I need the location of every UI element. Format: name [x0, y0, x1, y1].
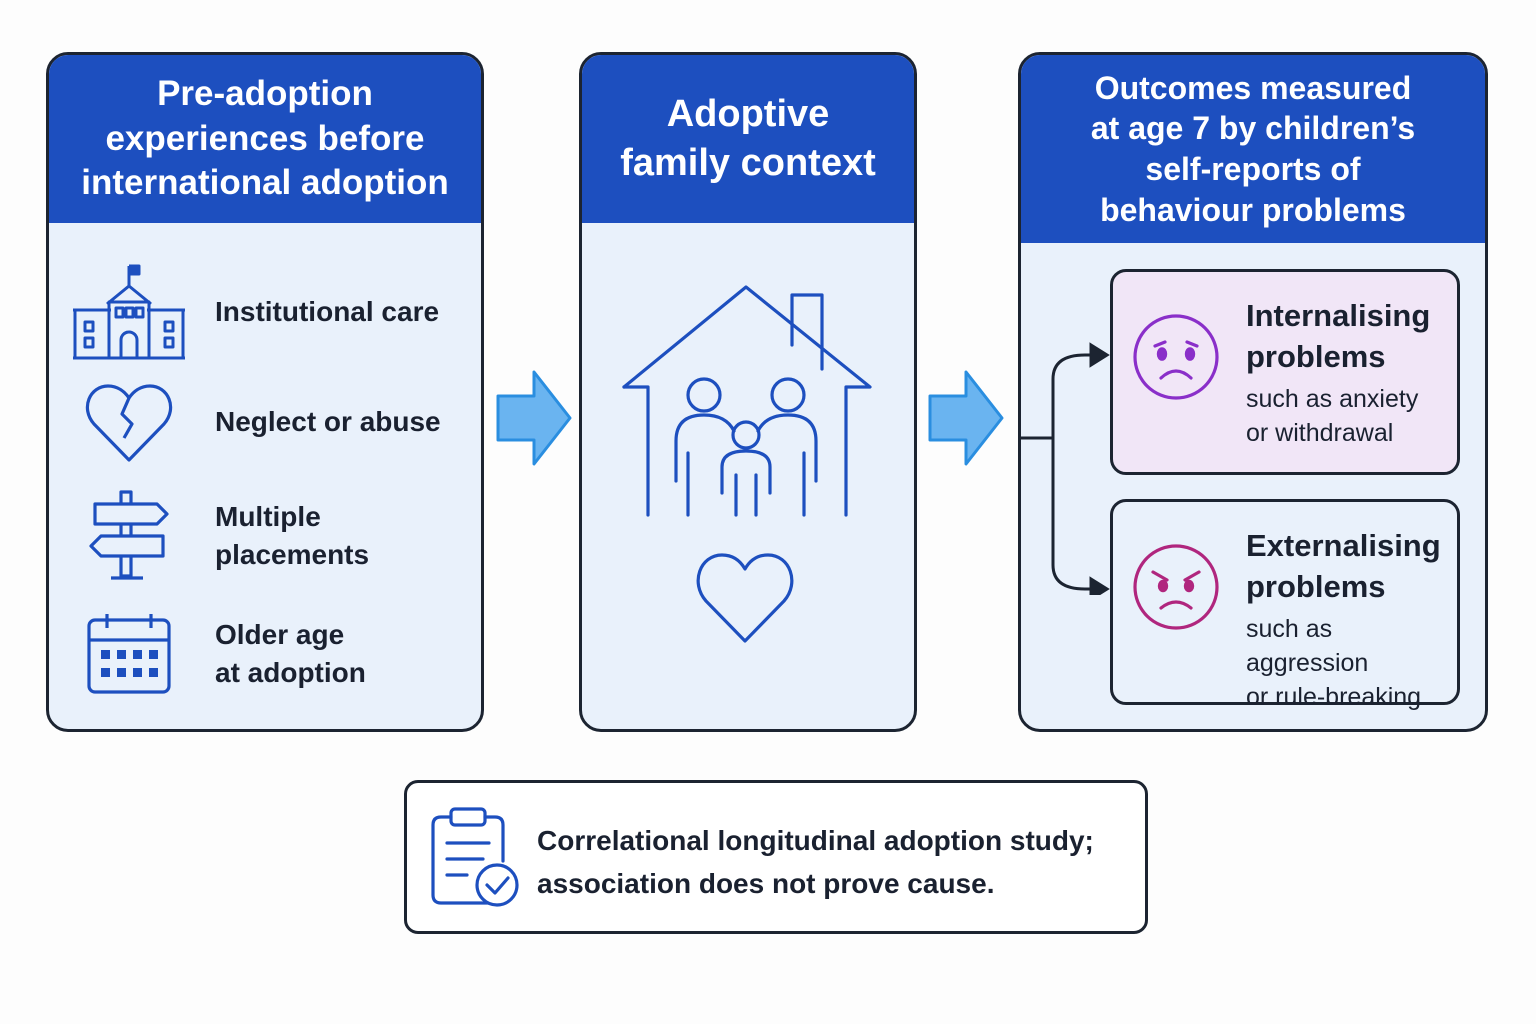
- title-line: Adoptive: [666, 93, 830, 136]
- factor-label: Multiple placements: [215, 491, 481, 581]
- internalising-title: problems: [1246, 338, 1386, 374]
- family-context-title: Adoptive family context: [582, 55, 914, 223]
- note-text-line: association does not prove cause.: [537, 868, 995, 900]
- factor-institutional-care: Institutional care: [49, 264, 481, 360]
- factor-label-line: Institutional care: [215, 296, 440, 328]
- factor-label: Older age at adoption: [215, 609, 366, 699]
- internalising-box: Internalising problems such as anxiety o…: [1110, 269, 1460, 475]
- calendar-icon: [69, 609, 189, 699]
- flow-arrow-right-icon: [496, 370, 572, 466]
- factor-label-line: at adoption: [215, 657, 366, 688]
- title-line: behaviour problems: [1100, 191, 1406, 228]
- internalising-title: Internalising: [1246, 298, 1431, 333]
- family-context-panel: Adoptive family context: [579, 52, 917, 732]
- sad-face-icon: [1133, 314, 1219, 400]
- factor-label: Neglect or abuse: [215, 377, 441, 467]
- title-line: family context: [620, 142, 876, 184]
- flow-arrow-right-icon: [928, 370, 1004, 466]
- pre-adoption-title: Pre-adoption experiences before internat…: [49, 55, 481, 223]
- factor-label-line: Multiple placements: [215, 501, 370, 570]
- note-text-line: Correlational longitudinal adoption stud…: [537, 825, 1094, 856]
- externalising-title: Externalising: [1246, 528, 1441, 563]
- pre-adoption-panel: Pre-adoption experiences before internat…: [46, 52, 484, 732]
- externalising-description: or rule-breaking: [1246, 683, 1422, 711]
- signpost-icon: [69, 490, 189, 581]
- outcomes-title: Outcomes measured at age 7 by children’s…: [1021, 55, 1485, 243]
- factor-multiple-placements: Multiple placements: [49, 490, 481, 581]
- factor-neglect-abuse: Neglect or abuse: [49, 377, 481, 467]
- factor-label-line: Neglect or abuse: [215, 406, 441, 438]
- factor-label-line: Older age: [215, 619, 345, 651]
- externalising-title: problems: [1246, 568, 1386, 604]
- study-note: Correlational longitudinal adoption stud…: [404, 780, 1148, 934]
- title-line: international adoption: [81, 163, 449, 203]
- building-icon: [69, 264, 189, 360]
- heart-icon: [696, 553, 794, 643]
- branch-connector: [1021, 342, 1110, 595]
- angry-face-icon: [1133, 544, 1219, 630]
- externalising-box: Externalising problems such as aggressio…: [1110, 499, 1460, 711]
- title-line: Outcomes measured: [1094, 69, 1412, 106]
- factor-older-age: Older age at adoption: [49, 609, 481, 699]
- internalising-description: or withdrawal: [1246, 419, 1394, 447]
- broken-heart-icon: [69, 377, 189, 467]
- title-line: experiences before: [105, 118, 425, 158]
- clipboard-check-icon: [431, 807, 519, 907]
- factor-label: Institutional care: [215, 267, 439, 357]
- title-line: at age 7 by children’s: [1090, 110, 1416, 147]
- internalising-description: such as anxiety: [1246, 385, 1419, 413]
- outcomes-panel: Outcomes measured at age 7 by children’s…: [1018, 52, 1488, 732]
- externalising-description: such as aggression: [1246, 615, 1369, 677]
- house-family-icon: [622, 285, 872, 517]
- title-line: Pre-adoption: [157, 73, 373, 113]
- title-line: self-reports of: [1145, 151, 1361, 187]
